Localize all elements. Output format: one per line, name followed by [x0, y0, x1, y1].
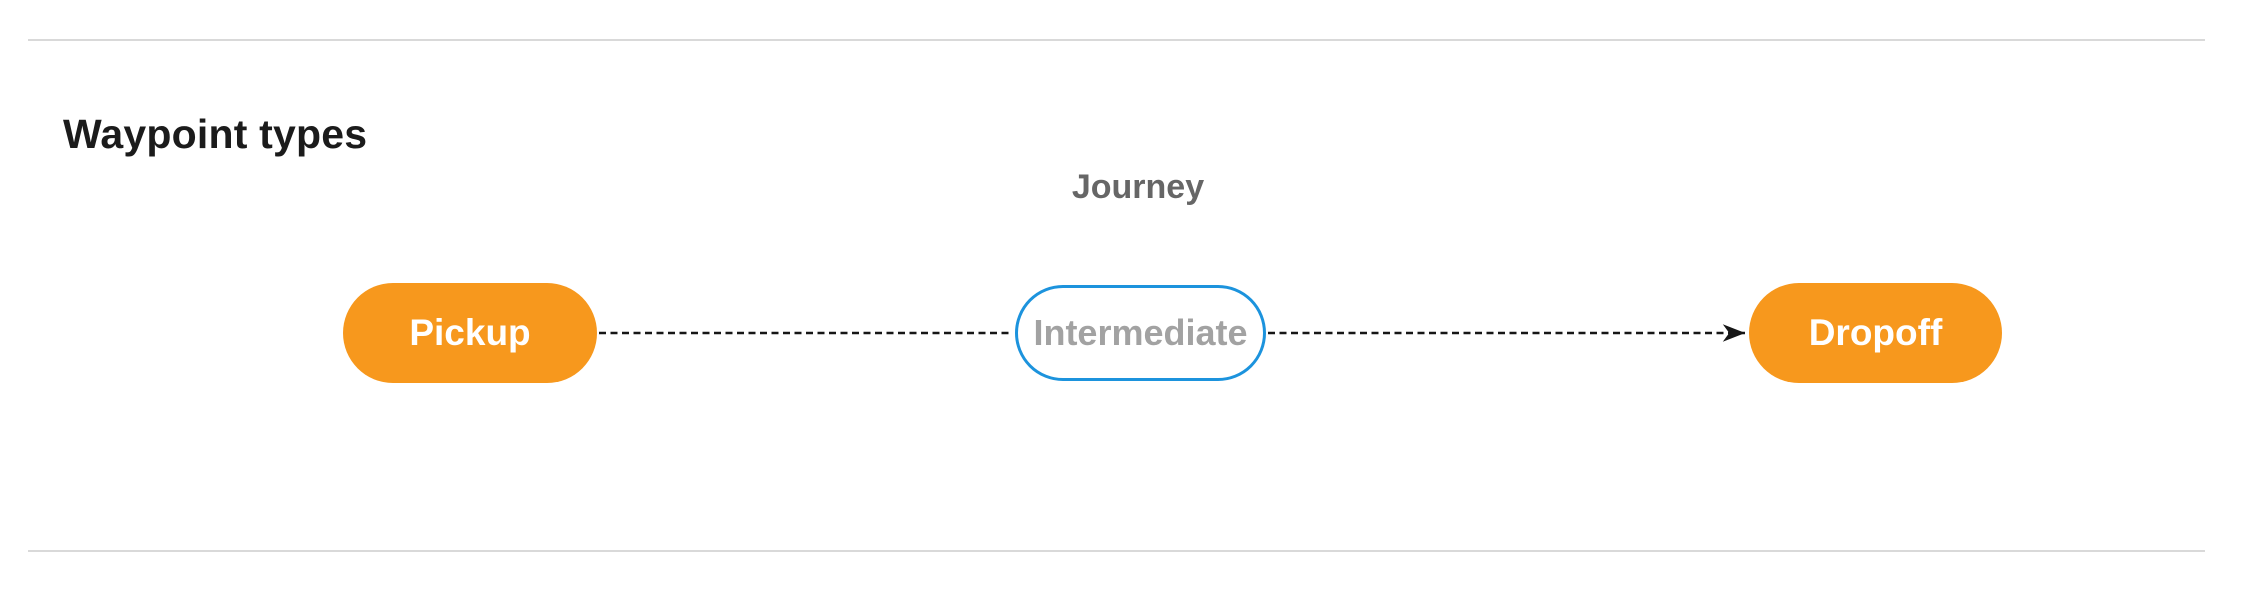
- bottom-divider: [28, 550, 2205, 552]
- node-intermediate: Intermediate: [1015, 285, 1266, 381]
- node-intermediate-label: Intermediate: [1033, 312, 1248, 353]
- journey-label: Journey: [1071, 168, 1205, 206]
- node-dropoff-label: Dropoff: [1808, 312, 1943, 353]
- node-pickup: Pickup: [343, 283, 597, 383]
- figure-title: Waypoint types: [63, 111, 368, 157]
- node-pickup-label: Pickup: [409, 312, 531, 353]
- node-dropoff: Dropoff: [1749, 283, 2002, 383]
- top-divider: [28, 39, 2205, 41]
